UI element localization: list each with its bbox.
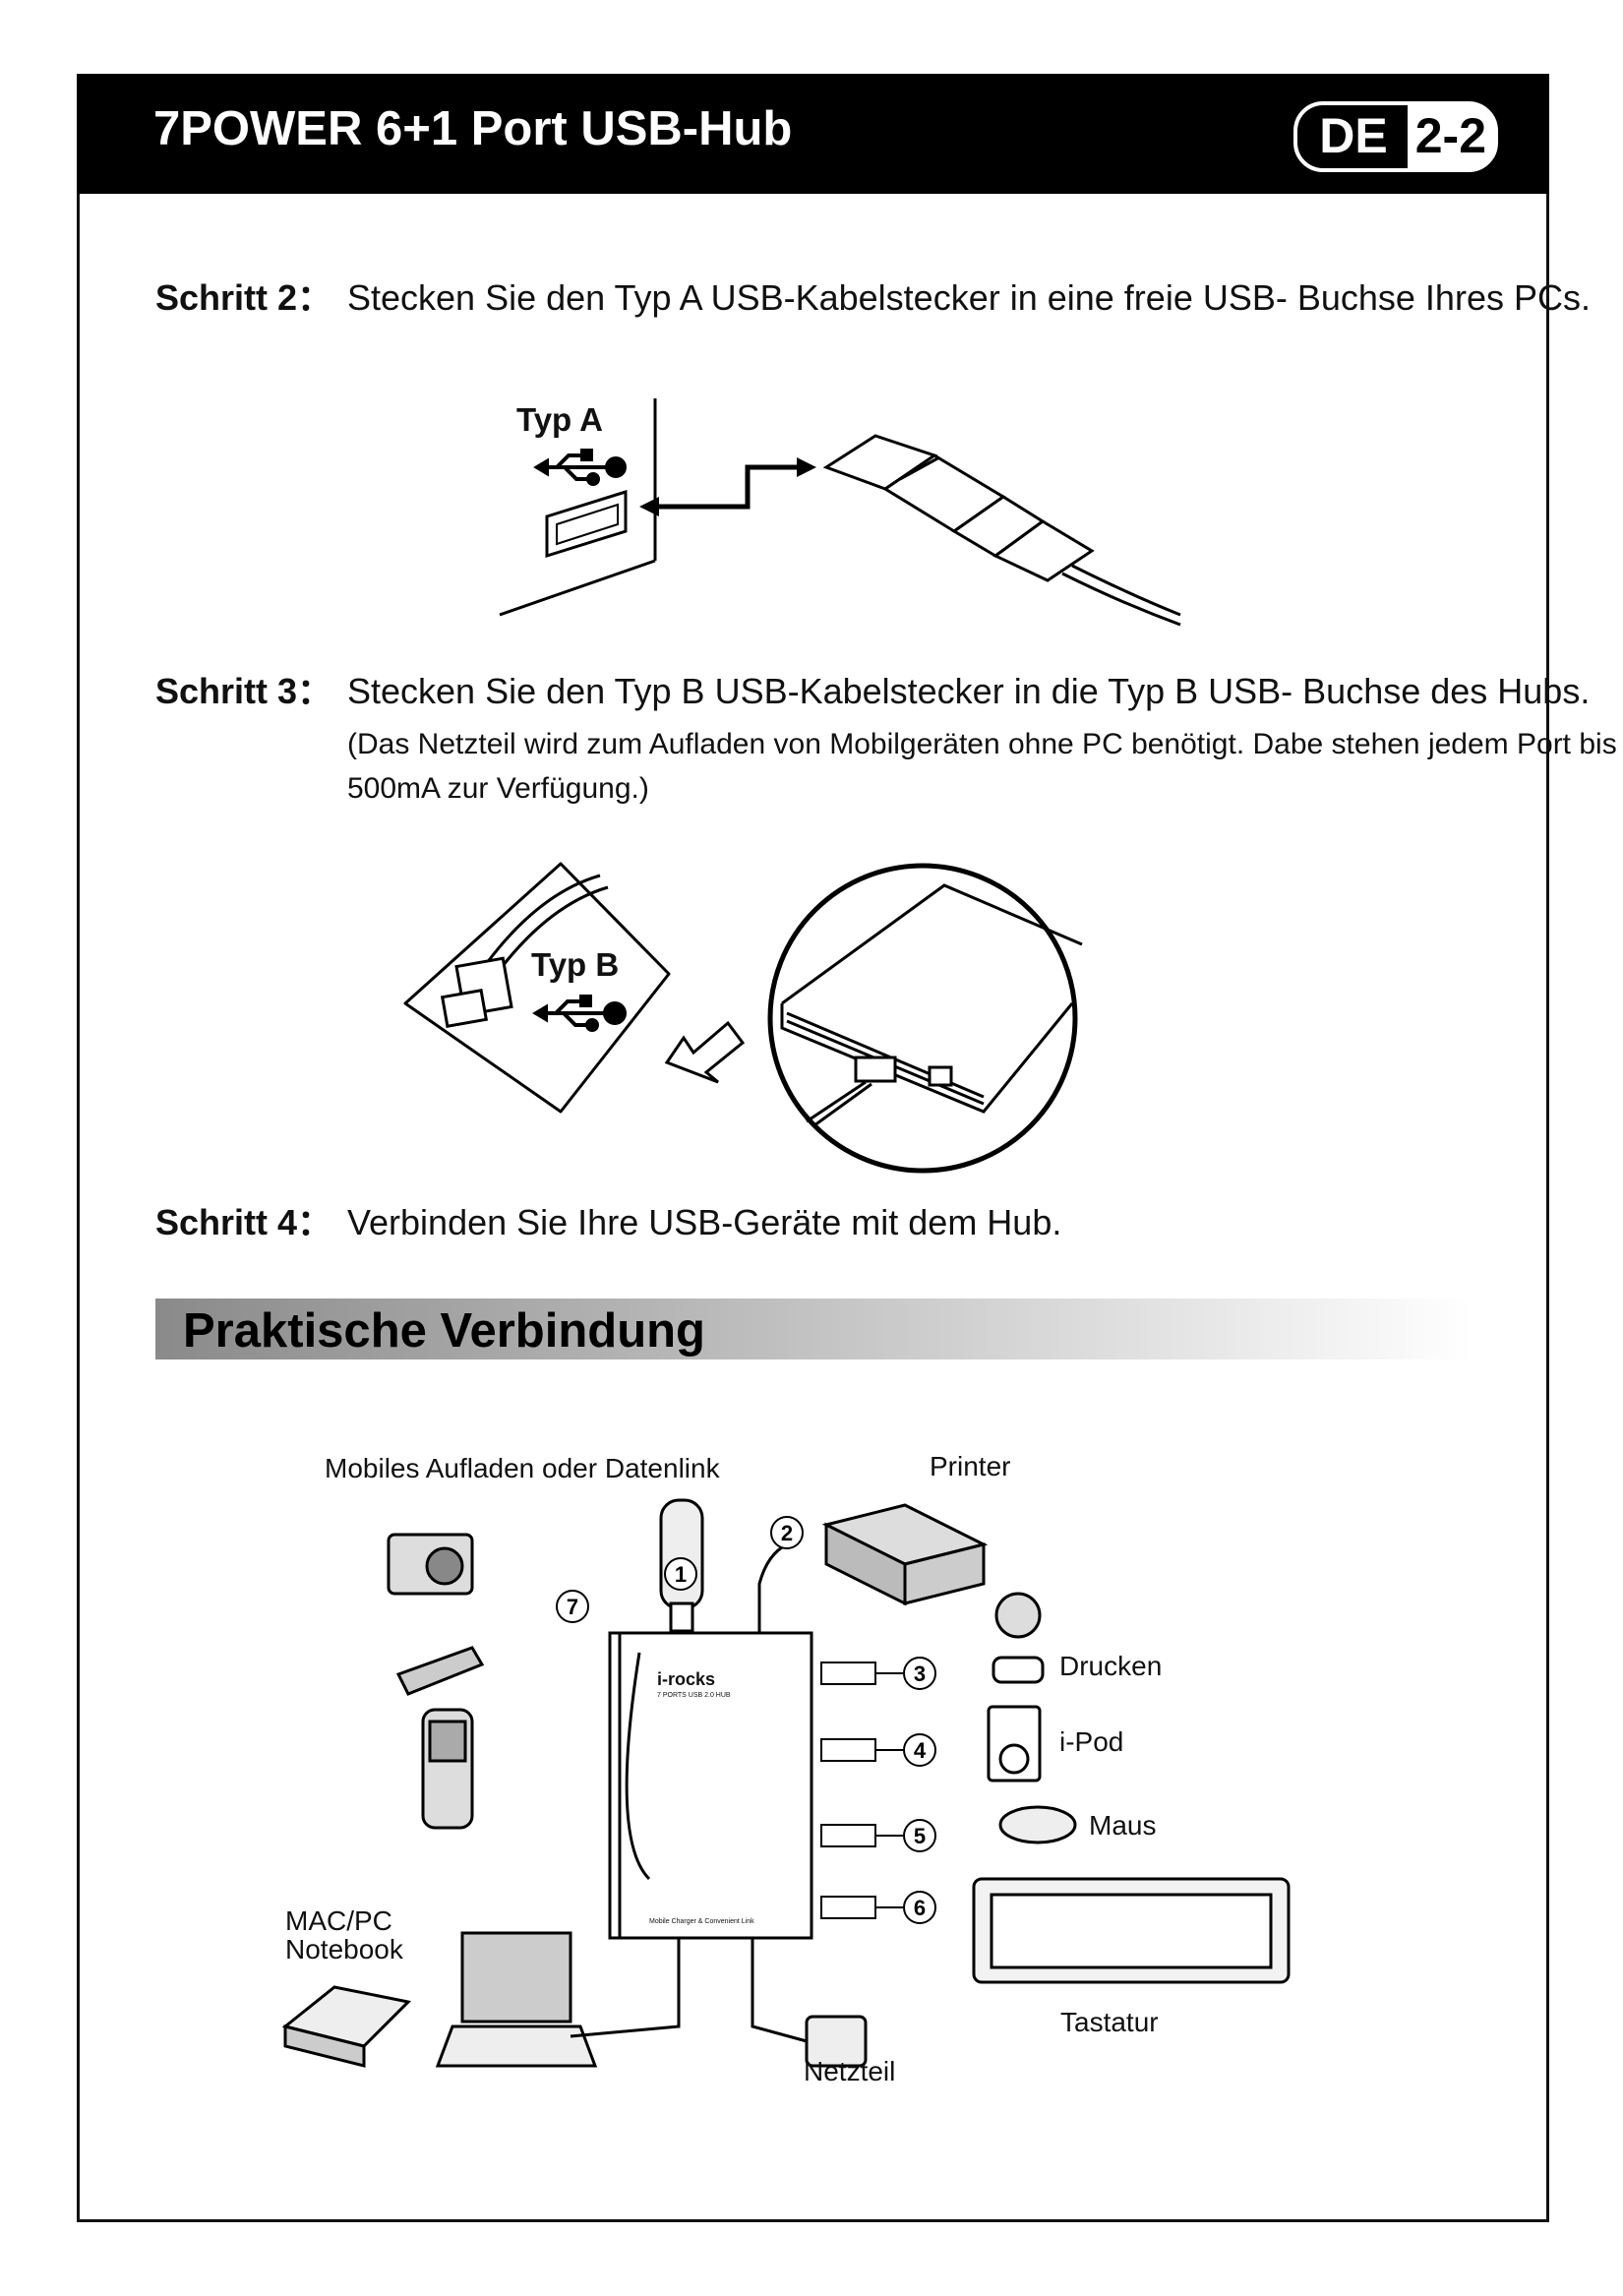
mouse-icon — [1000, 1807, 1075, 1843]
port-2-marker: 2 — [781, 1521, 793, 1545]
port-5-marker: 5 — [914, 1824, 926, 1848]
hub-bottom-text: Mobile Charger & Convenient Link — [649, 1918, 754, 1925]
hub-brand: i-rocks — [657, 1669, 715, 1690]
laptop-icon — [462, 1933, 571, 2022]
webcam-icon — [996, 1594, 1040, 1637]
step-4-label: Schritt 4： — [155, 1198, 332, 1247]
step-3-label: Schritt 3： — [155, 667, 332, 716]
hub-subtitle: 7 PORTS USB 2.0 HUB — [657, 1692, 731, 1699]
label-mobile: Mobiles Aufladen oder Datenlink — [325, 1453, 720, 1484]
step-2-text: Stecken Sie den Typ A USB-Kabelstecker i… — [347, 273, 1623, 323]
typ-a-illustration — [492, 389, 1200, 625]
label-tastatur: Tastatur — [1060, 2007, 1159, 2038]
page-title: 7POWER 6+1 Port USB-Hub — [153, 101, 792, 156]
page-number: 2-2 — [1408, 105, 1494, 168]
mp3-player-icon — [398, 1648, 482, 1694]
page-badge: DE 2-2 — [1293, 101, 1498, 172]
usb-stick-icon — [661, 1500, 702, 1608]
port-7-marker: 7 — [567, 1595, 578, 1619]
typ-b-label: Typ B — [531, 946, 619, 984]
step-3-main: Stecken Sie den Typ B USB-Kabelstecker i… — [347, 667, 1623, 716]
label-printer: Printer — [930, 1451, 1010, 1482]
port-3-marker: 3 — [914, 1662, 926, 1686]
label-drucken: Drucken — [1059, 1651, 1162, 1682]
step-2-label: Schritt 2： — [155, 273, 332, 323]
label-maus: Maus — [1089, 1810, 1156, 1842]
typ-b-illustration — [393, 856, 1102, 1190]
port-1-marker: 1 — [675, 1562, 687, 1587]
step-3-text: Stecken Sie den Typ B USB-Kabelstecker i… — [347, 667, 1623, 811]
label-ipod: i-Pod — [1059, 1726, 1123, 1758]
port-4-marker: 4 — [914, 1738, 927, 1763]
step-4-text: Verbinden Sie Ihre USB-Geräte mit dem Hu… — [347, 1198, 1623, 1247]
section-heading: Praktische Verbindung — [155, 1299, 1473, 1359]
port-6-marker: 6 — [914, 1896, 926, 1920]
label-notebook: MAC/PC Notebook — [285, 1906, 403, 1964]
language-badge: DE — [1297, 105, 1407, 168]
page-header: 7POWER 6+1 Port USB-Hub DE 2-2 — [77, 74, 1549, 194]
step-3-note: (Das Netzteil wird zum Aufladen von Mobi… — [347, 722, 1623, 811]
usb-a-plug-icon — [826, 436, 1180, 625]
label-netzteil: Netzteil — [804, 2056, 895, 2087]
usb-symbol-icon — [537, 451, 625, 484]
connection-diagram: 1 2 3 4 5 6 7 — [275, 1446, 1318, 2125]
section-title: Praktische Verbindung — [183, 1303, 705, 1359]
